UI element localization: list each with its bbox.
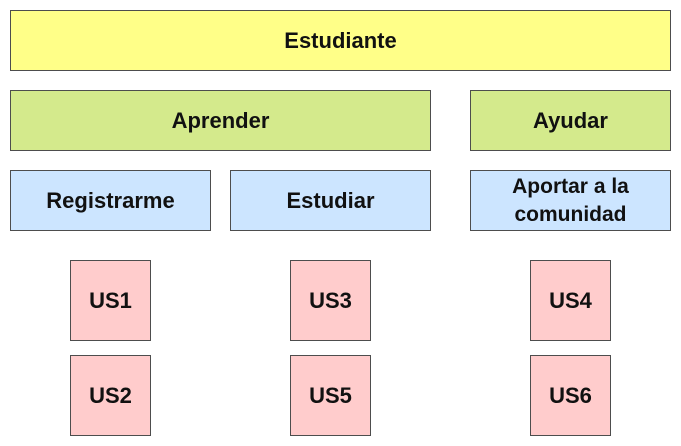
story-card-us2: US2	[70, 355, 151, 436]
story-card-us4: US4	[530, 260, 611, 341]
story-label-us1: US1	[89, 287, 132, 313]
story-label-us3: US3	[309, 287, 352, 313]
epic-label-aprender: Aprender	[171, 107, 270, 133]
feature-box-registrarme: Registrarme	[10, 170, 211, 231]
story-label-us2: US2	[89, 382, 132, 408]
story-card-us1: US1	[70, 260, 151, 341]
story-card-us3: US3	[290, 260, 371, 341]
epic-label-ayudar: Ayudar	[533, 107, 608, 133]
epic-box-ayudar: Ayudar	[470, 90, 671, 151]
feature-box-estudiar: Estudiar	[230, 170, 431, 231]
story-card-us6: US6	[530, 355, 611, 436]
feature-box-aportar: Aportar a la comunidad	[470, 170, 671, 231]
feature-label-estudiar: Estudiar	[286, 187, 375, 213]
story-label-us6: US6	[549, 382, 592, 408]
epic-box-aprender: Aprender	[10, 90, 431, 151]
feature-label-registrarme: Registrarme	[46, 187, 175, 213]
feature-label-aportar: Aportar a la comunidad	[512, 175, 629, 226]
story-label-us4: US4	[549, 287, 592, 313]
story-label-us5: US5	[309, 382, 352, 408]
persona-label: Estudiante	[284, 27, 397, 53]
persona-box-estudiante: Estudiante	[10, 10, 671, 71]
story-card-us5: US5	[290, 355, 371, 436]
